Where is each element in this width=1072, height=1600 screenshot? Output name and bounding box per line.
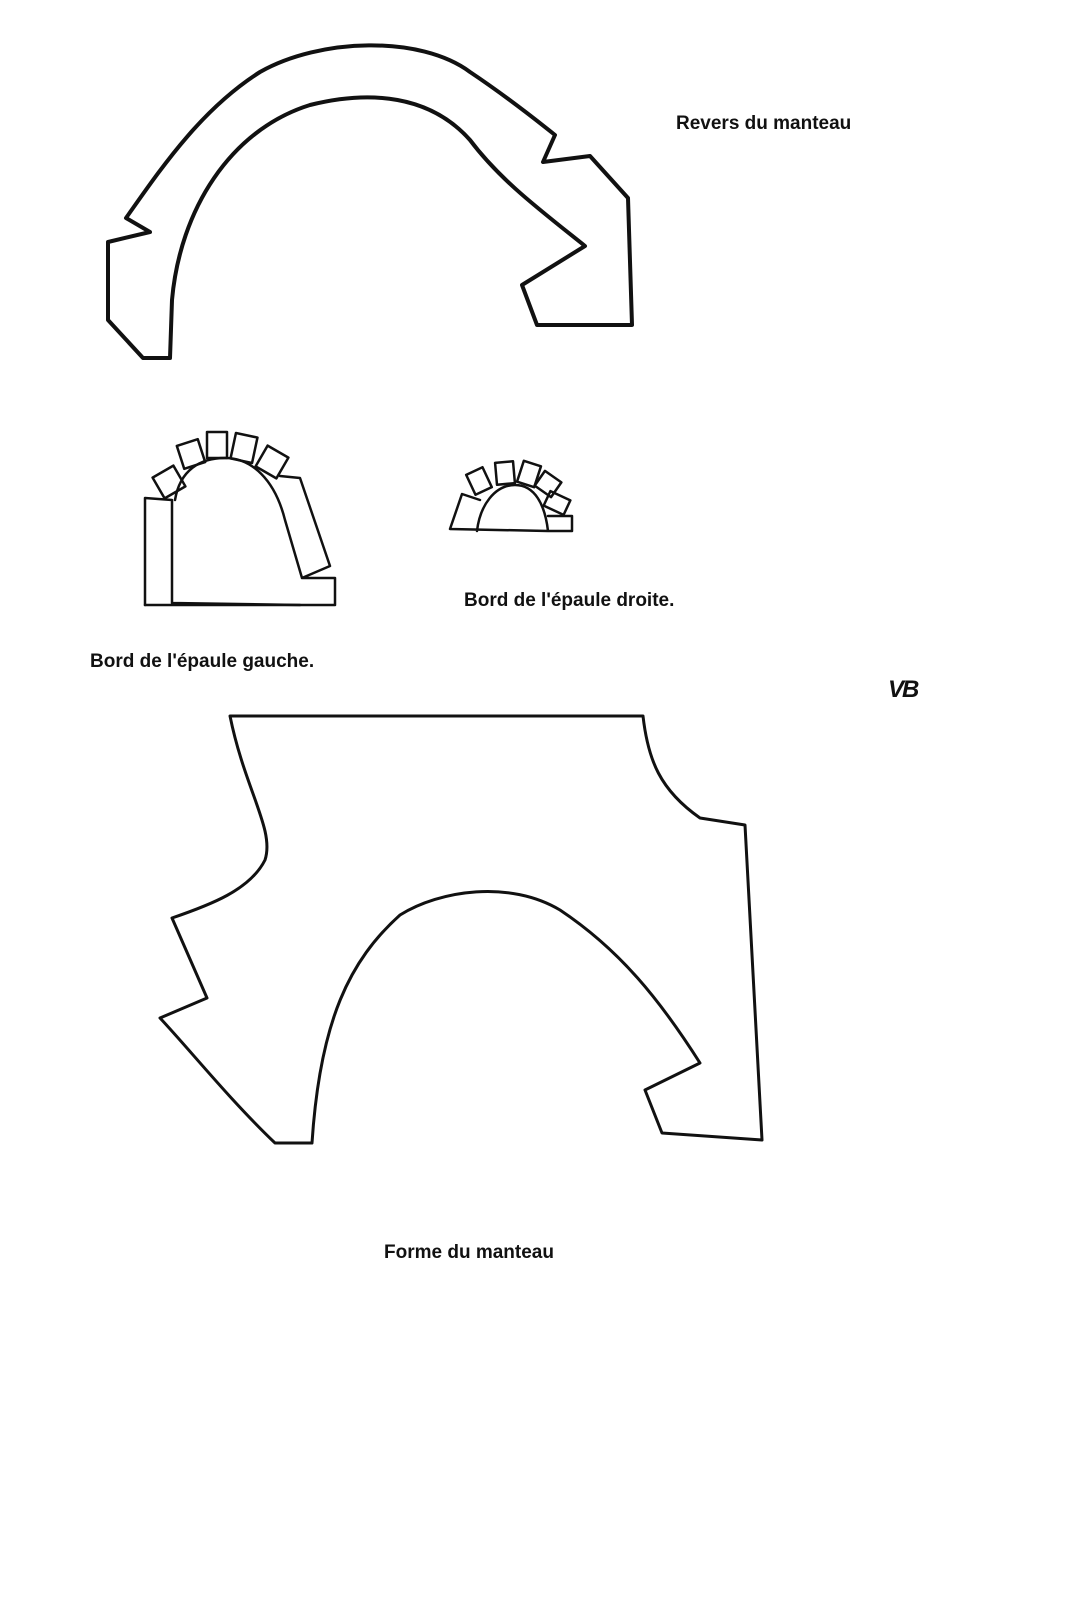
label-bord-epaule-gauche: Bord de l'épaule gauche. xyxy=(90,651,315,672)
label-bord-epaule-droite: Bord de l'épaule droite. xyxy=(464,590,675,611)
forme-piece xyxy=(158,714,764,1145)
signature: VB xyxy=(888,676,919,703)
revers-piece xyxy=(106,43,634,360)
right-shoulder-piece xyxy=(448,459,574,533)
label-forme-du-manteau: Forme du manteau xyxy=(384,1242,554,1263)
left-shoulder-piece xyxy=(143,430,337,607)
label-revers-du-manteau: Revers du manteau xyxy=(676,113,852,134)
